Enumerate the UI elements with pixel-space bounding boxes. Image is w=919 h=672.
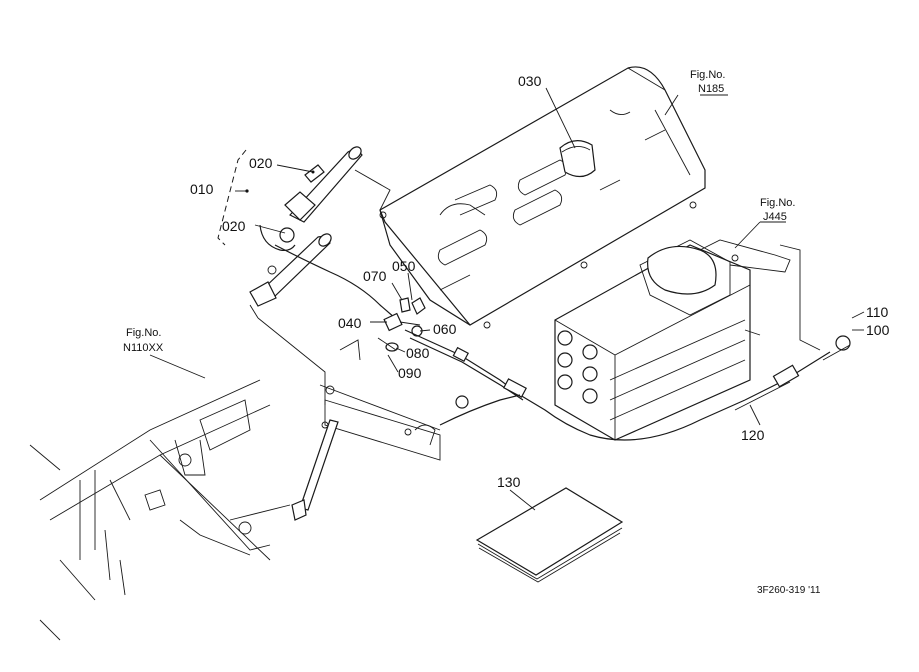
fig-ref-j445-number: J445: [763, 211, 787, 223]
cable-lower: [439, 394, 521, 426]
callout-020-upper: 020: [249, 155, 273, 171]
valve-block: [554, 239, 791, 441]
lever-bracket-plate: [249, 169, 391, 405]
callout-130: 130: [497, 474, 521, 490]
support-bracket: [779, 244, 821, 351]
fig-ref-n185-label: Fig.No.: [690, 69, 725, 81]
fig-ref-n110xx-number: N110XX: [123, 342, 164, 354]
callout-120: 120: [741, 427, 765, 443]
lower-linkage: [291, 339, 441, 521]
callout-110: 110: [866, 304, 889, 320]
control-cable: [404, 329, 851, 441]
lever-knob: [559, 140, 596, 178]
callout-010: 010: [190, 181, 214, 197]
lever-assembly: [249, 146, 363, 307]
manual-booklet: [475, 487, 624, 583]
callout-090: 090: [398, 365, 422, 381]
leader-lines: [149, 87, 865, 511]
callout-070: 070: [363, 268, 387, 284]
callout-020-lower: 020: [222, 218, 246, 234]
fig-ref-j445-label: Fig.No.: [760, 197, 795, 209]
callout-080: 080: [406, 345, 430, 361]
drawing-code: 3F260-319 '11: [757, 585, 821, 596]
cable-upper: [274, 244, 396, 319]
callout-100: 100: [866, 322, 890, 338]
cable-joint-parts: [377, 297, 426, 352]
fig-ref-n110xx-label: Fig.No.: [126, 327, 161, 339]
fender-cover-panel: [379, 66, 706, 329]
tractor-frame: [29, 379, 291, 641]
callout-030: 030: [518, 73, 542, 89]
callout-060: 060: [433, 321, 457, 337]
fig-ref-n185-number: N185: [698, 83, 724, 95]
callout-040: 040: [338, 315, 362, 331]
callout-050: 050: [392, 258, 416, 274]
